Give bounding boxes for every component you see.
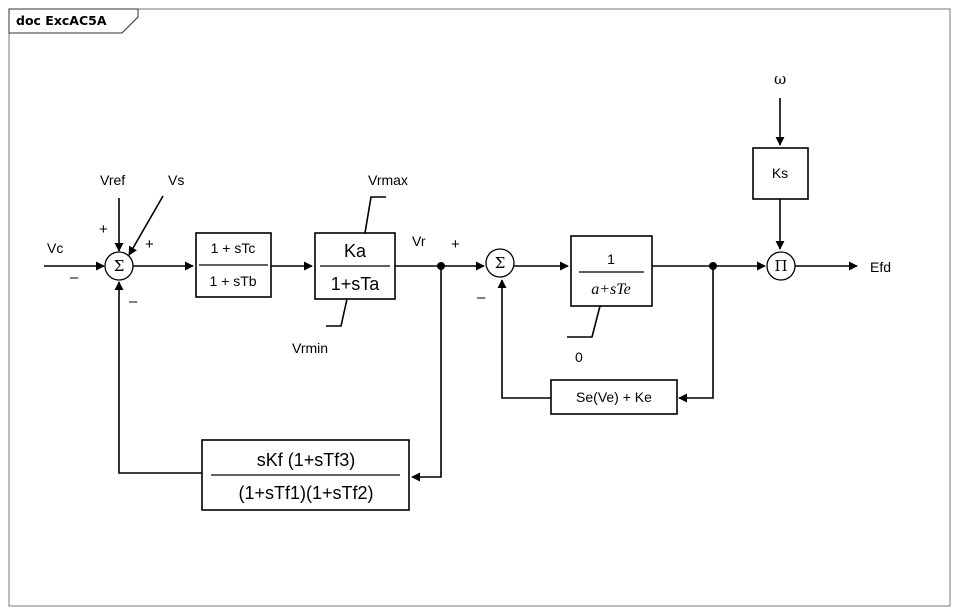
diagram-title: doc ExcAC5A <box>16 13 107 28</box>
vrmin-label: Vrmin <box>292 340 328 356</box>
diagram-frame <box>8 8 951 607</box>
exciter-numerator: 1 <box>607 251 615 267</box>
exciter-block <box>570 235 653 307</box>
efd-label: Efd <box>870 259 891 275</box>
vr-to-rate-feedback-line <box>411 266 442 482</box>
rate-feedback-denominator: (1+sTf1)(1+sTf2) <box>238 483 373 503</box>
saturation-block <box>550 379 678 415</box>
sum-junction-2 <box>485 248 515 278</box>
lead-lag-denominator: 1 + sTb <box>209 273 256 289</box>
vref-sign: + <box>99 221 108 238</box>
ks-block <box>752 147 809 200</box>
rate-feedback-numerator: sKf (1+sTf3) <box>257 450 356 470</box>
vs-input-line <box>128 195 164 256</box>
ve-to-saturation-line <box>678 266 714 403</box>
vref-label: Vref <box>100 172 125 188</box>
amplifier-numerator: Ka <box>344 241 367 261</box>
vs-label: Vs <box>168 172 184 188</box>
vc-label: Vc <box>47 240 63 256</box>
exciter-lower-limit-label: 0 <box>575 349 583 365</box>
amplifier-denominator: 1+sTa <box>331 274 381 294</box>
rate-feedback-to-sum1-line <box>114 281 202 474</box>
sum1-feedback-sign: – <box>129 293 138 310</box>
vrmax-label: Vrmax <box>368 172 408 188</box>
vs-sign: + <box>145 236 154 253</box>
saturation-label: Se(Ve) + Ke <box>576 389 652 405</box>
ks-label: Ks <box>772 165 788 181</box>
multiplier-symbol: Π <box>774 257 787 275</box>
exciter-denominator: a+sTe <box>591 281 631 298</box>
saturation-to-sum2-line <box>497 279 551 399</box>
vc-sign: – <box>70 269 79 286</box>
omega-label: ω <box>774 70 786 88</box>
sum2-vr-sign: + <box>451 236 460 253</box>
vrmin-limit-line <box>326 298 348 327</box>
vr-label: Vr <box>412 233 426 249</box>
sum-symbol-1: Σ <box>114 257 125 275</box>
sum2-feedback-sign: – <box>477 289 486 306</box>
lead-lag-numerator: 1 + sTc <box>211 240 256 256</box>
exciter-lower-limit-line <box>567 305 601 338</box>
sum-symbol-2: Σ <box>495 254 506 272</box>
diagram-tab <box>8 8 139 34</box>
vrmax-limit-line <box>364 196 386 234</box>
